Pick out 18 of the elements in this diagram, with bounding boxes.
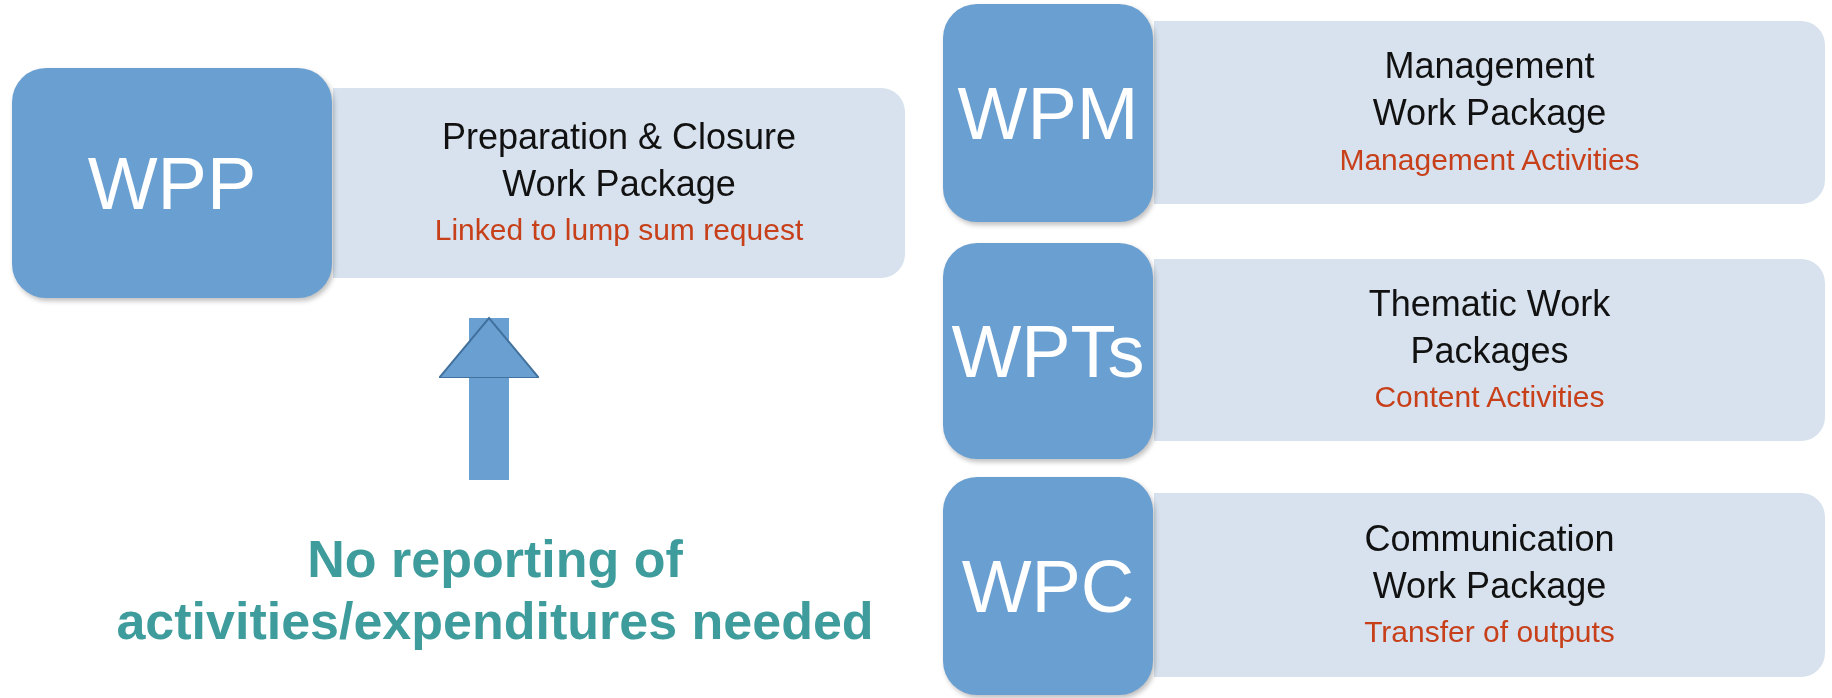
package-description-panel	[1154, 259, 1825, 441]
activity-note: Transfer of outputs	[1364, 614, 1615, 651]
activity-note: Content Activities	[1374, 379, 1605, 416]
package-description-panel	[333, 88, 905, 278]
package-title: Preparation & Closure Work Package	[440, 114, 798, 206]
package-code-box: WPC	[943, 477, 1153, 695]
package-title: Thematic Work Packages	[1367, 281, 1612, 373]
package-description-panel	[1154, 21, 1825, 204]
package-title: Management Work Package	[1371, 44, 1608, 135]
activity-note: Linked to lump sum request	[434, 212, 804, 249]
package-code-box: WPM	[943, 4, 1153, 222]
package-code-box: WPP	[12, 68, 332, 298]
package-description-panel	[1154, 493, 1825, 677]
note-text: No reporting of activities/expenditures needed	[70, 520, 920, 660]
package-code-box: WPTs	[943, 243, 1153, 459]
block-arrow	[438, 317, 540, 480]
activity-note: Management Activities	[1339, 141, 1640, 178]
package-title: Communication Work Package	[1363, 516, 1616, 608]
